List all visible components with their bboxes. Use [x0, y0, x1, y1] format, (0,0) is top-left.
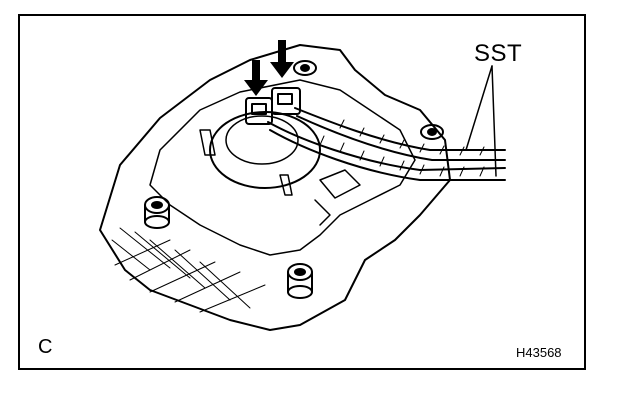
pad-inner-rim [149, 79, 416, 256]
sst-label: SST [474, 40, 523, 67]
down-arrow-icon [244, 60, 268, 96]
down-arrow-icon [270, 40, 294, 78]
corner-letter: C [38, 336, 53, 358]
housing-hatching [111, 227, 266, 313]
center-boss-inner [225, 115, 299, 165]
mounting-nut [144, 196, 170, 229]
housing-ribs [199, 129, 361, 226]
figure-code: H43568 [516, 345, 562, 360]
mounting-nut [293, 60, 317, 76]
connector-right [271, 87, 301, 115]
mounting-nut [420, 124, 444, 140]
leader-line [465, 65, 497, 177]
sst-wire-bundle [267, 107, 506, 181]
sst-wire-hatching [319, 119, 485, 177]
mounting-nut [287, 263, 313, 299]
connector-left [245, 97, 273, 125]
